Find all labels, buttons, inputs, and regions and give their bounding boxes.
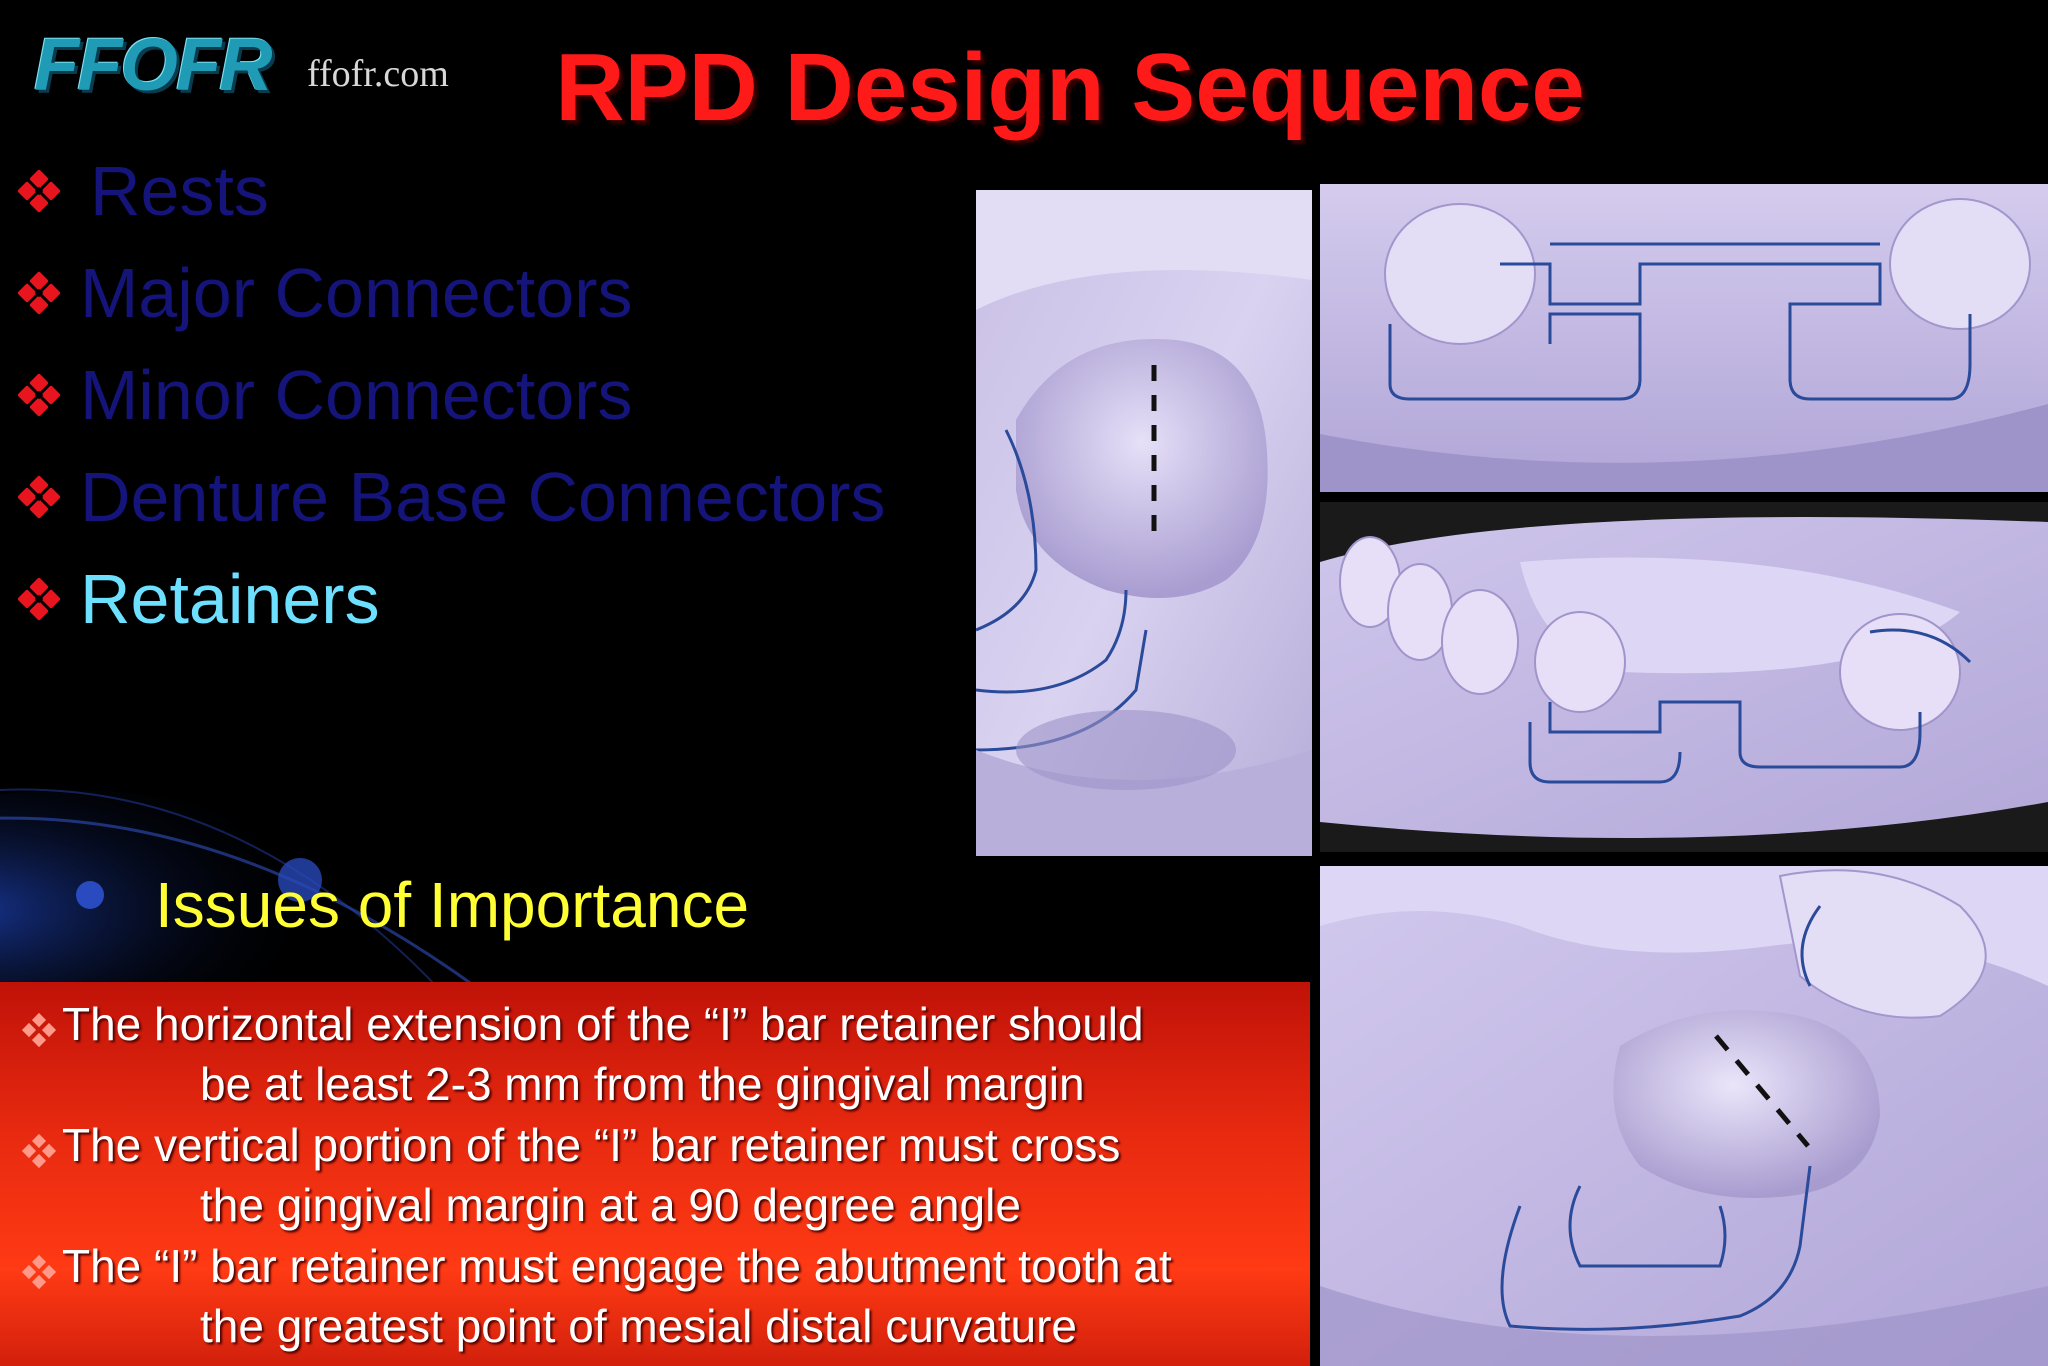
diamond-bullet-icon (17, 475, 61, 519)
sequence-item-rests: Rests (17, 140, 885, 242)
diamond-bullet-icon (20, 1254, 58, 1289)
sequence-item-label: Rests (90, 152, 269, 230)
issues-heading: Issues of Importance (155, 869, 750, 941)
diamond-bullet-icon (20, 1133, 58, 1168)
sequence-item-label: Major Connectors (80, 254, 633, 332)
sequence-item-label-active: Retainers (80, 560, 380, 638)
diamond-bullet-icon (17, 271, 61, 315)
sequence-item-minor-connectors: Minor Connectors (17, 344, 885, 446)
issues-panel: The horizontal extension of the “I” bar … (0, 982, 1310, 1366)
diamond-bullet-icon (17, 373, 61, 417)
logo-url: ffofr.com (307, 53, 449, 95)
slide-title: RPD Design Sequence (555, 34, 1585, 141)
maxillary-cast-design-photo (1320, 184, 2048, 492)
issue-line-2: be at least 2-3 mm from the gingival mar… (200, 1058, 1085, 1110)
sequence-item-major-connectors: Major Connectors (17, 242, 885, 344)
diamond-bullet-icon (17, 169, 61, 213)
sequence-item-retainers: Retainers (17, 548, 885, 650)
issue-line-2: the greatest point of mesial distal curv… (200, 1300, 1078, 1352)
mandibular-cast-design-photo (1320, 502, 2048, 852)
logo-mark: FFOFR (34, 22, 273, 106)
sequence-item-label: Minor Connectors (80, 356, 633, 434)
issue-item: The vertical portion of the “I” bar reta… (20, 1115, 1300, 1235)
issue-line-1: The horizontal extension of the “I” bar … (62, 998, 1144, 1050)
sequence-item-label: Denture Base Connectors (80, 458, 886, 536)
diamond-bullet-icon (20, 1012, 58, 1047)
ffofr-logo: FFOFR (34, 22, 273, 106)
closeup-i-bar-photo (976, 190, 1312, 856)
sequence-item-denture-base-connectors: Denture Base Connectors (17, 446, 886, 548)
issue-item: The horizontal extension of the “I” bar … (20, 994, 1300, 1114)
abutment-tooth-closeup-photo (1320, 866, 2048, 1366)
issue-line-1: The vertical portion of the “I” bar reta… (62, 1119, 1121, 1171)
issue-item: The “I” bar retainer must engage the abu… (20, 1236, 1300, 1356)
sequence-list: Rests Major Connectors Minor Connectors … (17, 140, 886, 650)
issue-line-1: The “I” bar retainer must engage the abu… (62, 1240, 1172, 1292)
issue-line-2: the gingival margin at a 90 degree angle (200, 1179, 1021, 1231)
diamond-bullet-icon (17, 577, 61, 621)
